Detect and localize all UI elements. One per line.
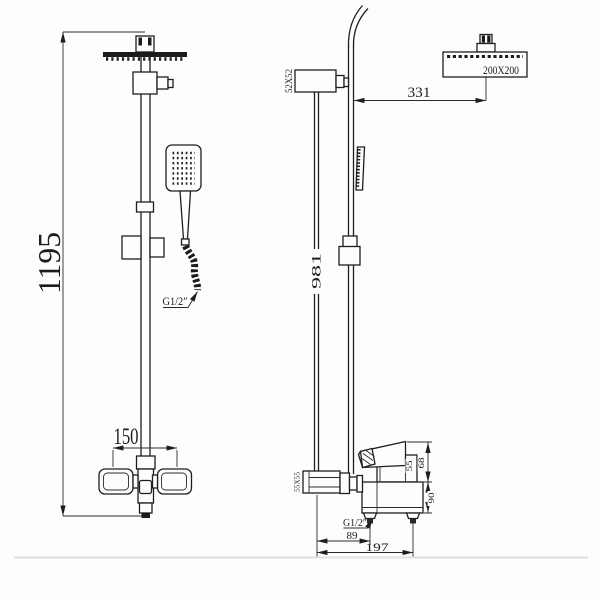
coiled-hose [182,244,202,291]
body-lower-detail [362,482,423,513]
inlet-thread-label: G1/2″ [343,518,367,529]
extension-lines [63,31,150,517]
body-upper-height-label: 68 [417,458,426,469]
right-handle-stem [151,474,159,489]
body-adapter [135,455,156,470]
dimension-handle-spacing: 150 [112,424,178,467]
slider-clamp-front [121,235,165,260]
body-inner-label: 55 [405,461,414,472]
left-handle-inner [103,472,129,491]
fitting-clamp-right [487,35,491,43]
body-lower-height-label: 90 [427,493,436,504]
inlet-thread-callout: G1/2″ [343,518,373,529]
bracket-neck [335,74,345,89]
leader-line [163,291,198,308]
wall-bracket-side: 52X52 [284,69,350,93]
dimension-head-offset: 331 [354,85,486,104]
union-nut [339,472,351,495]
pipe-size-label: 55X55 [294,471,302,492]
inlet-foot-left [362,512,378,520]
head-connector [476,42,496,53]
fitting-clamp-left [481,35,485,43]
label-mask [427,491,436,506]
dimension-rail-length: 981 [309,249,324,294]
hose-thread-callout: G1/2″ [163,291,198,308]
leader-line [343,518,373,529]
head-size-label: 200X200 [483,65,519,77]
body-lower [361,481,424,514]
inlet-foot-right [405,512,421,520]
body-lower-front [138,502,153,514]
slider-knob [342,235,358,248]
hand-shower-side [355,146,366,191]
union-collar [348,476,358,491]
dimension-overall-height: 1195 [31,31,150,517]
connector-clamp-left [138,37,142,46]
bracket-neck-tip [343,77,350,88]
shower-arm-curve [347,5,369,48]
handle-spacing-label: 150 [114,424,139,449]
extension-lines [316,495,414,557]
mixer-side: 55X55 [294,440,424,524]
spout-tip-hatch [361,450,375,465]
connector-clamp-right [148,37,152,46]
inlet-offset-label: 89 [347,530,359,542]
bracket-body [132,71,158,95]
hand-shower-handle [179,190,192,240]
slider-body [338,245,361,266]
bracket-size-label: 52X52 [284,69,294,93]
handle-tip [180,238,190,246]
diverter-knob [138,479,153,495]
slider-holder [149,237,165,258]
head-detail: 200X200 [442,33,528,101]
rail-length-label: 981 [309,253,324,289]
front-view: 1195 [31,31,202,518]
shower-head-front [103,35,187,61]
label-mask [405,459,414,473]
mixer-front [98,455,193,518]
dimension-inlet-offset: 89 [317,521,371,545]
overall-depth-label: 197 [366,540,389,554]
side-view: 52X52 981 200X200 [284,5,528,557]
hose-thread-label: G1/2″ [163,294,188,308]
bracket-fitting [156,76,169,90]
union-stub [356,474,364,493]
spout-tip [359,447,376,469]
bracket-fitting-tip [167,78,174,89]
shower-head-plate [103,52,187,57]
wall-bracket-front [132,71,174,95]
extension-lines [112,450,178,467]
wall-union-detail [308,471,340,493]
dimension-body-heights: 68 90 55 [405,441,436,514]
head-offset-label: 331 [408,85,431,101]
outlet-tip [141,513,150,518]
pipe-collar [135,201,155,213]
left-handle-stem [132,474,139,489]
slider-knob [121,235,142,260]
hand-shower-front [165,144,202,291]
overall-height-label: 1195 [31,232,67,294]
bracket-body [294,69,337,93]
label-mask [417,455,426,471]
right-handle-inner [161,472,187,491]
riser-pipe [140,57,151,457]
slider-clamp-side [338,235,361,266]
label-mask [309,249,323,294]
hand-shower-head [165,144,202,192]
dimension-overall-depth: 197 [316,495,414,557]
